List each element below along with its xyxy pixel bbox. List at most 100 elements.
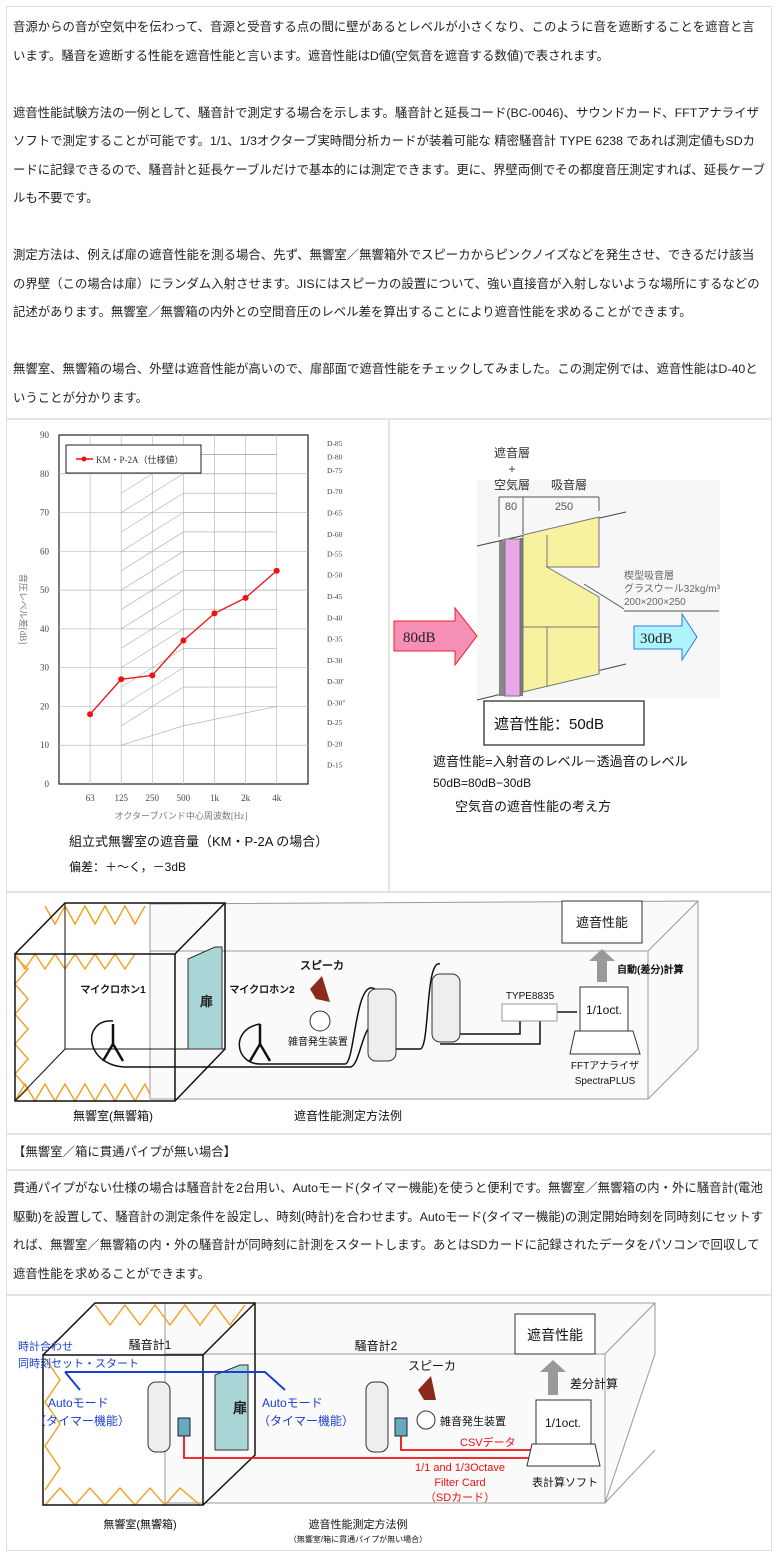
x-tick-label: 250 (146, 793, 160, 803)
d-curve (121, 551, 277, 591)
data-point (87, 711, 94, 718)
x-tick-label: 125 (114, 793, 128, 803)
speaker-label: スピーカ (300, 959, 344, 972)
dimension-80: 80 (505, 501, 517, 513)
up-arrow-icon (589, 949, 615, 982)
chart-title: 組立式無響室の遮音量（KM・P-2A の場合） (69, 834, 328, 849)
setup-diagram-1-cell: 扉 マイクロホン1 マイクロホン2 スピーカ 雑音発生装置 TYPE8835 遮… (7, 893, 771, 1135)
door-label: 扉 (233, 1400, 247, 1416)
d-curve (121, 589, 277, 630)
diff-calc-label: 差分計算 (570, 1376, 618, 1391)
wedge-material: グラスウール32kg/m³ (624, 582, 721, 595)
d-curve (121, 628, 277, 668)
d-curve-label: D-30" (327, 699, 345, 708)
d-curve-label: D-50 (327, 571, 343, 580)
d-curve (121, 492, 277, 533)
noise-generator-icon (416, 1410, 436, 1430)
data-point (118, 676, 125, 683)
result-text: 遮音性能：50dB (494, 716, 604, 733)
wall-diagram: 遮音層 + 空気層 吸音層 80 250 楔型吸音層 グラスウール32kg/m³… (393, 445, 721, 814)
wall-plate (499, 541, 505, 696)
d-curve-label: D-85 (327, 439, 343, 448)
laptop-base (569, 1030, 641, 1055)
d-curve-label: D-75 (327, 466, 343, 475)
room-label: 無響室(無響箱) (73, 1108, 153, 1123)
transmitted-arrow (633, 612, 698, 662)
oct-label: 1/1oct. (586, 1003, 622, 1017)
d-curve (121, 609, 277, 649)
y-tick-label: 80 (40, 469, 50, 479)
d-curve (121, 531, 277, 571)
x-tick-label: 1k (210, 793, 220, 803)
x-tick-label: 2k (241, 793, 251, 803)
laptop-base (526, 1443, 601, 1467)
clock-sync-label: 時計合わせ (18, 1339, 73, 1353)
filter-card-label-3: （SDカード） (425, 1491, 495, 1504)
x-axis-label: オクターブバンド中心周波数[Hz] (115, 810, 248, 821)
csv-label: CSVデータ (460, 1435, 516, 1449)
door-label: 扉 (200, 994, 213, 1009)
legend-marker (81, 456, 87, 462)
microphone-stands (101, 1024, 272, 1062)
transmitted-level: 30dB (640, 631, 673, 647)
x-tick-label: 63 (86, 793, 96, 803)
timer-setup-diagram: 扉 時計合わせ 同時刻セット・スタート Autoモード （タイマー機能） Aut… (18, 1302, 656, 1544)
fft-label: FFTアナライザ (571, 1060, 639, 1072)
diagram-subcaption: （無響室/箱に貫通パイプが無い場合） (289, 1534, 427, 1544)
result-label: 遮音性能 (576, 915, 628, 930)
filter-card-label-1: 1/1 and 1/3Octave (415, 1462, 505, 1474)
label-air-layer: 空気層 (494, 477, 530, 492)
up-arrow-icon (540, 1360, 566, 1395)
d-curve-label: D-45 (327, 592, 343, 601)
x-tick-label: 4k (272, 793, 282, 803)
d-curve-label: D-30' (327, 677, 344, 686)
result-box (483, 700, 645, 746)
sound-level-meter-2 (365, 1381, 389, 1453)
no-pipe-section: 貫通パイプがない仕様の場合は騒音計を2台用い、Autoモード(タイマー機能)を使… (7, 1171, 771, 1296)
auto-mode-label-2: Autoモード (262, 1396, 323, 1410)
filter-card-label-2: Filter Card (434, 1477, 485, 1489)
noise-generator-label: 雑音発生装置 (288, 1035, 348, 1048)
sound-level-meter-1 (147, 1381, 171, 1453)
timer-label-2: （タイマー機能） (258, 1413, 354, 1428)
measurement-setup-diagram: 扉 マイクロホン1 マイクロホン2 スピーカ 雑音発生装置 TYPE8835 遮… (14, 900, 699, 1123)
diagram-caption: 空気音の遮音性能の考え方 (455, 799, 611, 814)
d-curve (121, 706, 277, 746)
diagram-caption: 遮音性能測定方法例 (309, 1517, 408, 1531)
incident-level: 80dB (403, 630, 436, 646)
d-curve (121, 667, 277, 707)
oct-label: 1/1oct. (545, 1416, 581, 1430)
sd-card-1 (177, 1417, 191, 1437)
result-note (561, 900, 643, 944)
d-curve-label: D-30 (327, 656, 343, 665)
sd-card-2 (394, 1417, 408, 1437)
y-tick-label: 90 (40, 430, 50, 440)
data-point (180, 637, 187, 644)
diagram-caption: 遮音性能測定方法例 (294, 1108, 402, 1123)
type8835-device (501, 1003, 558, 1022)
result-note (514, 1313, 596, 1355)
meter2-label: 騒音計2 (355, 1338, 398, 1353)
d-curve-label: D-70 (327, 487, 343, 496)
d-curve-label: D-40 (327, 613, 343, 622)
d-curve-label: D-20 (327, 739, 343, 748)
section-heading: 【無響室／箱に貫通パイプが無い場合】 (7, 1135, 771, 1171)
y-tick-label: 20 (40, 701, 50, 711)
y-tick-label: 10 (40, 740, 50, 750)
y-tick-label: 30 (40, 663, 50, 673)
door (214, 1364, 249, 1451)
formula-example: 50dB=80dB−30dB (433, 776, 531, 790)
d-curve (121, 570, 277, 610)
setup-diagram-2-cell: 扉 時計合わせ 同時刻セット・スタート Autoモード （タイマー機能） Aut… (7, 1296, 771, 1550)
d-curve (121, 647, 277, 688)
d-curve-label: D-15 (327, 761, 343, 770)
d-curve-label: D-25 (327, 718, 343, 727)
paragraph: 無響室、無響箱の場合、外壁は遮音性能が高いので、扉部面で遮音性能をチェックしてみ… (13, 362, 758, 405)
paragraph: 貫通パイプがない仕様の場合は騒音計を2台用い、Autoモード(タイマー機能)を使… (13, 1181, 764, 1281)
paragraph: 測定方法は、例えば扉の遮音性能を測る場合、先ず、無響室／無響箱外でスピーカからピ… (13, 248, 760, 319)
d-curve-label: D-60 (327, 530, 343, 539)
blue-arrow (65, 1371, 286, 1391)
paragraph: 遮音性能試験方法の一例として、騒音計で測定する場合を示します。騒音計と延長コード… (13, 105, 765, 206)
